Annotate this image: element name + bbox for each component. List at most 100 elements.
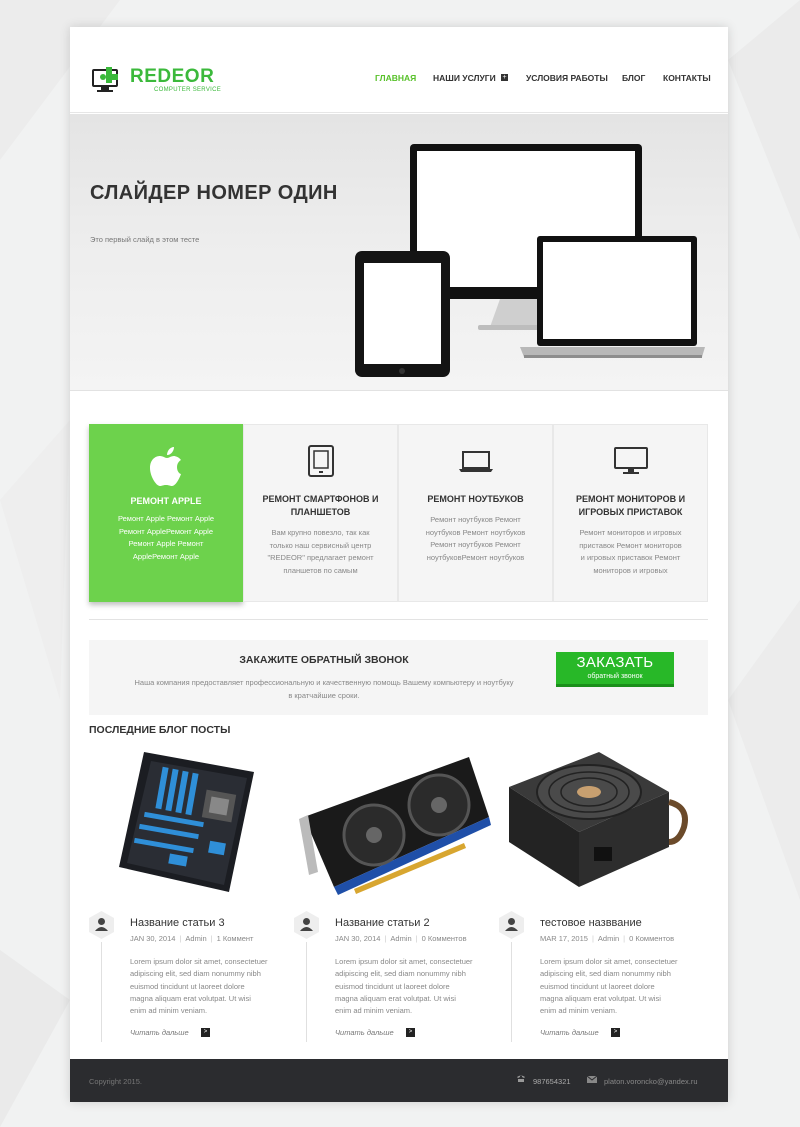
post-title[interactable]: Название статьи 2 xyxy=(335,917,430,929)
service-line: Ремонт мониторов и игровых xyxy=(579,528,682,537)
laptop-icon xyxy=(458,451,493,472)
plus-icon[interactable]: + xyxy=(501,74,508,81)
hero-slider: СЛАЙДЕР НОМЕР ОДИН Это первый слайд в эт… xyxy=(70,114,728,391)
author-avatar-icon xyxy=(89,911,114,939)
service-line: Ремонт AppleРемонт Apple xyxy=(118,526,214,536)
mail-icon xyxy=(587,1076,597,1083)
logo-subtitle: COMPUTER SERVICE xyxy=(154,87,222,93)
post-meta: JAN 30, 2014|Admin|1 Коммент xyxy=(130,934,254,943)
post-excerpt: Lorem ipsum dolor sit amet, consectetuer… xyxy=(540,956,700,1017)
footer-phone[interactable]: 987654321 xyxy=(533,1077,571,1086)
read-more-link[interactable]: Читать дальше xyxy=(540,1028,599,1037)
excerpt-line: Lorem ipsum dolor sit amet, consectetuer xyxy=(130,957,268,966)
post-timeline xyxy=(101,942,102,1042)
service-card-monitors[interactable]: РЕМОНТ МОНИТОРОВ И ИГРОВЫХ ПРИСТАВОК Рем… xyxy=(553,424,708,602)
excerpt-line: magna aliquam erat volutpat. Ut wisi xyxy=(130,993,251,1003)
nav-item-contacts[interactable]: КОНТАКТЫ xyxy=(663,73,711,83)
post-timeline xyxy=(306,942,307,1042)
service-card-laptops[interactable]: РЕМОНТ НОУТБУКОВ Ремонт ноутбуков Ремонт… xyxy=(398,424,553,602)
excerpt-line: adipiscing elit, sed diam nonummy nibh xyxy=(540,969,671,979)
callback-title: ЗАКАЖИТЕ ОБРАТНЫЙ ЗВОНОК xyxy=(239,654,409,666)
read-more-link[interactable]: Читать дальше xyxy=(335,1028,394,1037)
post-date: JAN 30, 2014 xyxy=(335,934,381,943)
graphics-card-image[interactable] xyxy=(294,747,494,897)
site-header: REDEOR COMPUTER SERVICE ГЛАВНАЯ НАШИ УСЛ… xyxy=(70,27,728,113)
excerpt-line: euismod tincidunt ut laoreet dolore xyxy=(130,981,245,991)
arrow-right-icon[interactable]: > xyxy=(406,1028,415,1037)
service-line: мониторов и игровых xyxy=(593,565,668,575)
excerpt-line: adipiscing elit, sed diam nonummy nibh xyxy=(335,969,466,979)
post-author[interactable]: Admin xyxy=(185,934,207,943)
service-line: Ремонт ноутбуков Ремонт xyxy=(430,540,521,549)
arrow-right-icon[interactable]: > xyxy=(201,1028,210,1037)
service-title-line: ПЛАНШЕТОВ xyxy=(290,507,351,517)
devices-image xyxy=(355,144,705,377)
nav-item-blog[interactable]: БЛОГ xyxy=(622,73,646,83)
service-line: планшетов по самым xyxy=(283,565,358,575)
apple-icon xyxy=(150,447,181,486)
service-title-line: ИГРОВЫХ ПРИСТАВОК xyxy=(578,507,683,517)
service-line: Ремонт ноутбуков Ремонт xyxy=(430,515,521,524)
post-title[interactable]: Название статьи 3 xyxy=(130,917,225,929)
excerpt-line: magna aliquam erat volutpat. Ut wisi xyxy=(335,993,456,1003)
copyright: Copyright 2015. xyxy=(89,1077,142,1086)
callback-text-line: Наша компания предоставляет профессионал… xyxy=(134,678,514,687)
nav-item-terms[interactable]: УСЛОВИЯ РАБОТЫ xyxy=(526,73,608,83)
excerpt-line: enim ad minim veniam. xyxy=(335,1006,413,1016)
post-author[interactable]: Admin xyxy=(390,934,412,943)
services-section: РЕМОНТ APPLE Ремонт Apple Ремонт Apple Р… xyxy=(89,424,708,602)
callback-text: Наша компания предоставляет профессионал… xyxy=(109,676,539,702)
read-more-link[interactable]: Читать дальше xyxy=(130,1028,189,1037)
service-line: AppleРемонт Apple xyxy=(132,551,200,561)
excerpt-line: magna aliquam erat volutpat. Ut wisi xyxy=(540,993,661,1003)
post-comments[interactable]: 0 Комментов xyxy=(421,934,467,943)
order-callback-button[interactable]: ЗАКАЗАТЬ обратный звонок xyxy=(556,652,674,687)
excerpt-line: Lorem ipsum dolor sit amet, consectetuer xyxy=(335,957,473,966)
author-avatar-icon xyxy=(294,911,319,939)
arrow-right-icon[interactable]: > xyxy=(611,1028,620,1037)
service-line: Вам крупно повезло, так как xyxy=(271,528,370,537)
footer-email[interactable]: platon.voroncko@yandex.ru xyxy=(604,1077,698,1086)
service-title-line: РЕМОНТ МОНИТОРОВ И xyxy=(575,494,686,504)
callback-text-line: в кратчайшие сроки. xyxy=(288,691,360,700)
site-footer: Copyright 2015. 987654321 platon.voronck… xyxy=(70,1059,728,1102)
excerpt-line: enim ad minim veniam. xyxy=(130,1006,208,1016)
service-title-line: РЕМОНТ СМАРТФОНОВ И xyxy=(262,494,379,504)
service-line: ноутбуков Ремонт ноутбуков xyxy=(425,527,526,537)
post-excerpt: Lorem ipsum dolor sit amet, consectetuer… xyxy=(130,956,290,1017)
service-title: РЕМОНТ НОУТБУКОВ xyxy=(427,494,524,504)
blog-post: Название статьи 3 JAN 30, 2014|Admin|1 К… xyxy=(89,747,289,1047)
service-title: РЕМОНТ МОНИТОРОВ И ИГРОВЫХ ПРИСТАВОК xyxy=(564,493,697,519)
motherboard-image[interactable] xyxy=(89,747,289,897)
post-comments[interactable]: 1 Коммент xyxy=(216,934,254,943)
post-author[interactable]: Admin xyxy=(597,934,620,943)
service-line: ноутбуковРемонт ноутбуков xyxy=(426,552,525,562)
page-container: REDEOR COMPUTER SERVICE ГЛАВНАЯ НАШИ УСЛ… xyxy=(70,27,728,1102)
divider xyxy=(89,619,708,620)
service-line: Ремонт Apple Ремонт xyxy=(128,539,204,548)
service-card-apple[interactable]: РЕМОНТ APPLE Ремонт Apple Ремонт Apple Р… xyxy=(89,424,243,602)
order-button-label: ЗАКАЗАТЬ xyxy=(576,654,654,671)
nav-item-home[interactable]: ГЛАВНАЯ xyxy=(375,73,417,83)
service-line: и игровых приставок Ремонт xyxy=(580,553,681,562)
power-supply-image[interactable] xyxy=(499,747,699,897)
post-title[interactable]: тестовое назввание xyxy=(540,917,642,929)
slider-title: СЛАЙДЕР НОМЕР ОДИН xyxy=(90,182,338,204)
service-line: только наш сервисный центр xyxy=(269,540,372,550)
author-avatar-icon xyxy=(499,911,524,939)
excerpt-line: euismod tincidunt ut laoreet dolore xyxy=(540,981,655,991)
post-comments[interactable]: 0 Комментов xyxy=(629,934,675,943)
service-title: РЕМОНТ СМАРТФОНОВ И ПЛАНШЕТОВ xyxy=(254,493,387,519)
logo-icon xyxy=(92,67,118,92)
excerpt-line: Lorem ipsum dolor sit amet, consectetuer xyxy=(540,957,678,966)
order-button-sublabel: обратный звонок xyxy=(587,673,643,680)
post-meta: MAR 17, 2015|Admin|0 Комментов xyxy=(540,934,675,943)
service-line: приставок Ремонт мониторов xyxy=(579,540,682,550)
slider-text: Это первый слайд в этом тесте xyxy=(90,235,200,244)
post-timeline xyxy=(511,942,512,1042)
nav-item-services[interactable]: НАШИ УСЛУГИ xyxy=(433,73,496,83)
service-card-smartphones[interactable]: РЕМОНТ СМАРТФОНОВ И ПЛАНШЕТОВ Вам крупно… xyxy=(243,424,398,602)
excerpt-line: euismod tincidunt ut laoreet dolore xyxy=(335,981,450,991)
phone-icon xyxy=(517,1075,525,1082)
